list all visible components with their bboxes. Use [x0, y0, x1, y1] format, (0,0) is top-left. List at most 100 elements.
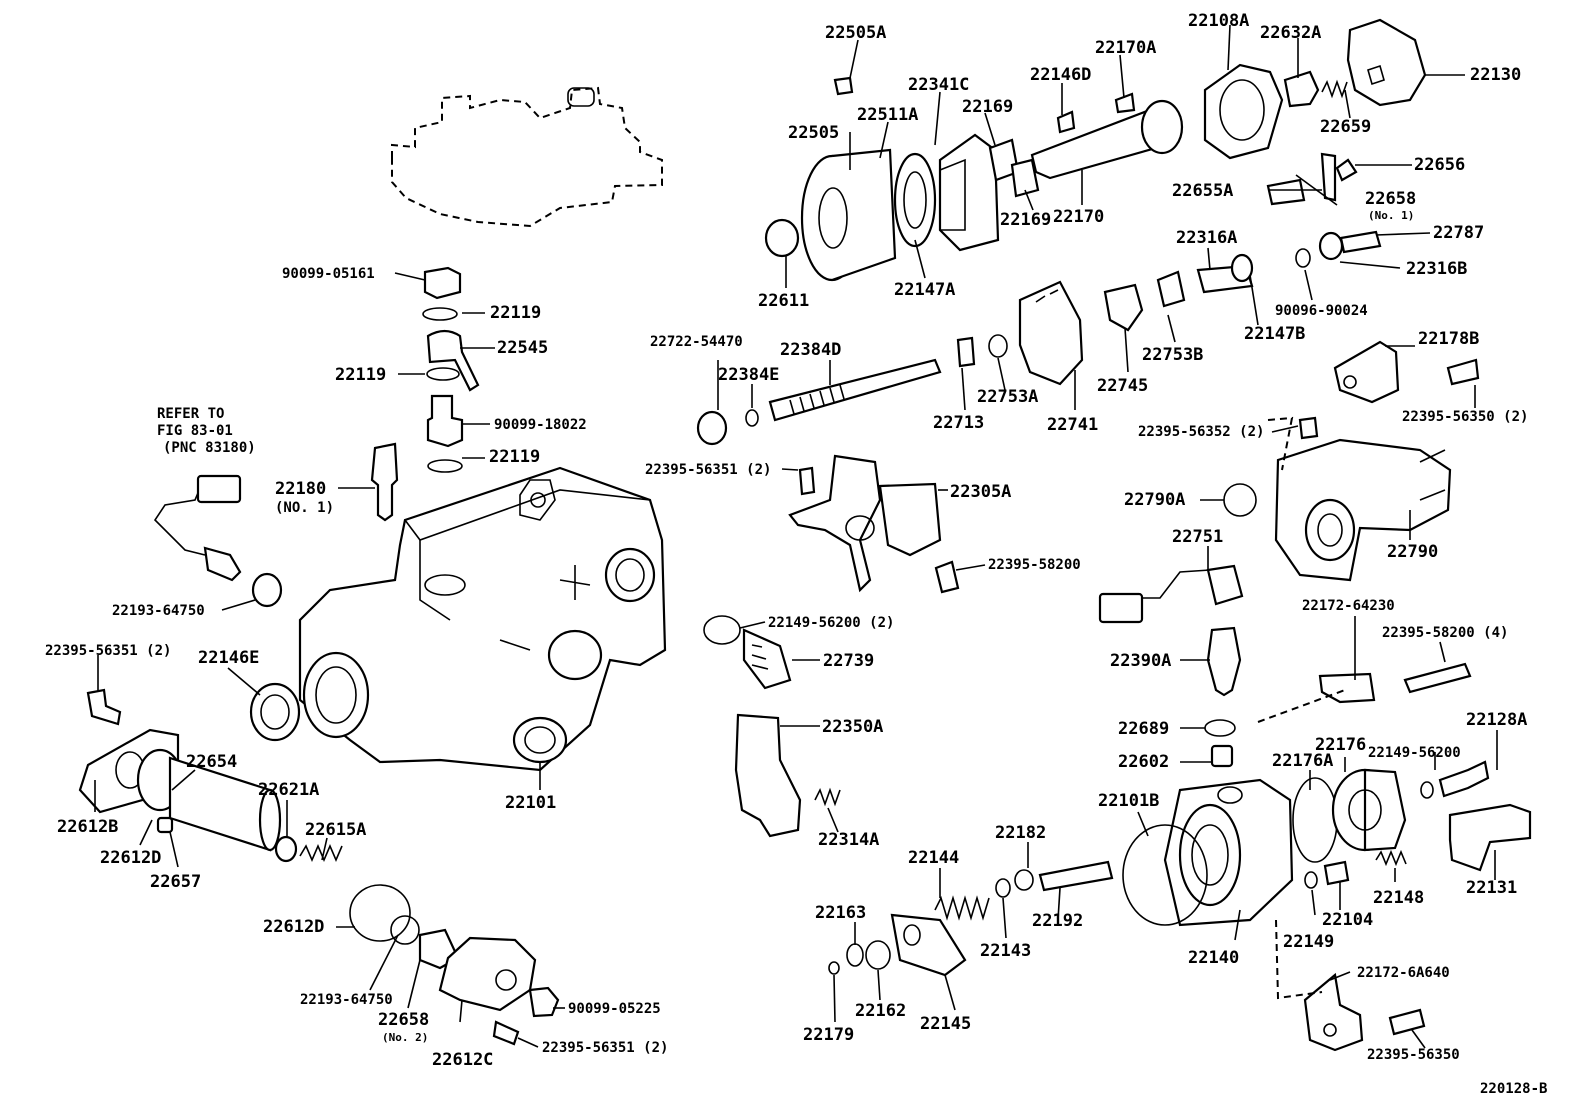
part-label: 22119: [335, 365, 386, 385]
leader-lines: [94, 24, 1498, 1049]
part-label: 22128A: [1466, 710, 1527, 730]
part-label: 22395-56352 (2): [1138, 424, 1264, 440]
part-label: 22169: [1000, 210, 1051, 230]
part-label: 22179: [803, 1025, 854, 1045]
part-label: 22655A: [1172, 181, 1233, 201]
part-label: 22656: [1414, 155, 1465, 175]
part-label-note: (NO. 1): [275, 500, 334, 516]
drive-shaft-assembly: [764, 18, 1427, 282]
part-label: 22790: [1387, 542, 1438, 562]
part-label: 22689: [1118, 719, 1169, 739]
part-label: 22101B: [1098, 791, 1159, 811]
timer-shaft-22384D: [696, 358, 942, 446]
part-label: 90099-05161: [282, 266, 375, 282]
part-label-note: (No. 2): [382, 1031, 428, 1044]
part-label: 22148: [1373, 888, 1424, 908]
part-label: 22119: [490, 303, 541, 323]
part-label: 22146E: [198, 648, 259, 668]
part-label: 22612D: [263, 917, 324, 937]
part-label: 22350A: [822, 717, 883, 737]
part-label: 22149-56200: [1368, 745, 1461, 761]
part-label: 22119: [489, 447, 540, 467]
part-label: 22505A: [825, 23, 886, 43]
part-label: 22741: [1047, 415, 1098, 435]
part-label: 22104: [1322, 910, 1373, 930]
part-label: 22180: [275, 479, 326, 499]
part-label: 22787: [1433, 223, 1484, 243]
part-label: 22149-56200 (2): [768, 615, 894, 631]
solenoid-22612C-group: [349, 884, 560, 1046]
part-label: 22657: [150, 872, 201, 892]
part-label: 22316A: [1176, 228, 1237, 248]
part-label: 22395-58200: [988, 557, 1081, 573]
part-label: 22632A: [1260, 23, 1321, 43]
part-label: 22395-56350: [1367, 1047, 1460, 1063]
governor-assembly: [956, 152, 1480, 404]
part-label: 22131: [1466, 878, 1517, 898]
part-label: 22790A: [1124, 490, 1185, 510]
part-label: 22612C: [432, 1050, 493, 1070]
fuel-cut-sensor-harness: [153, 474, 283, 608]
plug-90099-05161: [370, 266, 480, 522]
part-label: 22654: [186, 752, 237, 772]
figure-id: 220128-B: [1480, 1081, 1547, 1097]
part-label: 22341C: [908, 75, 969, 95]
part-label: 22172-64230: [1302, 598, 1395, 614]
part-label: 22611: [758, 291, 809, 311]
part-label: 22172-6A640: [1357, 965, 1450, 981]
part-label: 22390A: [1110, 651, 1171, 671]
part-label: 22147A: [894, 280, 955, 300]
part-label: 22163: [815, 903, 866, 923]
seal-22739-and-plate-22350A: [703, 615, 841, 838]
part-label: 22621A: [258, 780, 319, 800]
refer-note-line1: REFER TO: [157, 406, 224, 422]
part-label: 22505: [788, 123, 839, 143]
part-label: 22108A: [1188, 11, 1249, 31]
engine-outline: [391, 86, 663, 228]
lever-22305A: [788, 454, 960, 594]
part-label: 22169: [962, 97, 1013, 117]
part-label: 22316B: [1406, 259, 1467, 279]
part-label: 22612B: [57, 817, 118, 837]
part-label: 22145: [920, 1014, 971, 1034]
part-label: 22305A: [950, 482, 1011, 502]
part-label: 22149: [1283, 932, 1334, 952]
part-label: 22753A: [977, 387, 1038, 407]
part-label: 22395-56351 (2): [645, 462, 771, 478]
bracket-22172: [1257, 416, 1472, 1052]
pump-housing-22101: [298, 466, 667, 772]
part-label: 22176: [1315, 735, 1366, 755]
part-label: 22722-54470: [650, 334, 743, 350]
part-label: 22384D: [780, 340, 841, 360]
part-label: 22753B: [1142, 345, 1203, 365]
part-label: 22384E: [718, 365, 779, 385]
part-label: 90096-90024: [1275, 303, 1368, 319]
part-label: 22143: [980, 941, 1031, 961]
part-label: 22101: [505, 793, 556, 813]
part-label: 22146D: [1030, 65, 1091, 85]
part-label: 22130: [1470, 65, 1521, 85]
distributor-head-22140: [828, 719, 1294, 977]
part-label: 22511A: [857, 105, 918, 125]
refer-note-line3: (PNC 83180): [163, 440, 256, 456]
part-label: 22395-58200 (4): [1382, 625, 1508, 641]
part-labels: 22505A 22170A 22108A 22632A 22130 22341C…: [45, 11, 1547, 1097]
part-label: 90099-05225: [568, 1001, 661, 1017]
part-label: 22144: [908, 848, 959, 868]
part-label: 22739: [823, 651, 874, 671]
part-label: 22192: [1032, 911, 1083, 931]
part-label: 22658: [1365, 189, 1416, 209]
part-label: 22147B: [1244, 324, 1305, 344]
shaft-22654-group: [78, 682, 343, 863]
part-label: 22170: [1053, 207, 1104, 227]
part-label: 22176A: [1272, 751, 1333, 771]
part-label: 22545: [497, 338, 548, 358]
part-label: 90099-18022: [494, 417, 587, 433]
part-label: 22193-64750: [300, 992, 393, 1008]
part-label: 22314A: [818, 830, 879, 850]
refer-note-line2: FIG 83-01: [157, 423, 233, 439]
part-label: 22658: [378, 1010, 429, 1030]
part-label: 22745: [1097, 376, 1148, 396]
part-label: 22395-56351 (2): [45, 643, 171, 659]
